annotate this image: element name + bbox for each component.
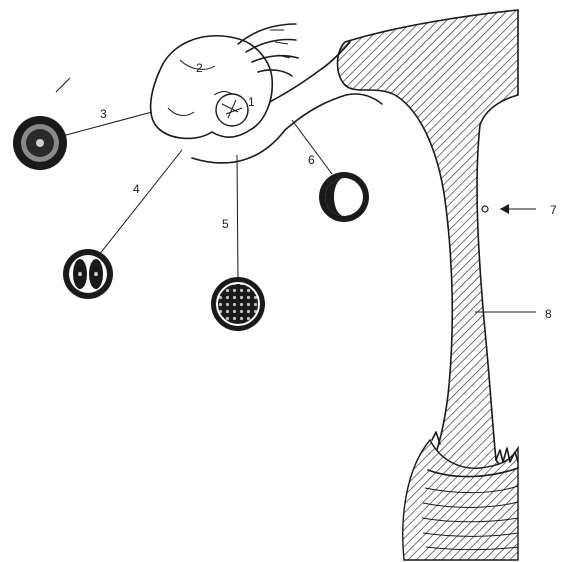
oocyte-stage [13, 116, 67, 170]
label-4: 4 [133, 182, 140, 196]
label-2: 2 [196, 61, 203, 75]
uterine-wall [338, 10, 519, 470]
label-7: 7 [550, 203, 557, 217]
ovary [151, 36, 273, 139]
morula-stage [211, 277, 265, 331]
label-1: 1 [248, 95, 255, 109]
label-3: 3 [100, 107, 107, 121]
blastocyst-stage [319, 172, 369, 222]
label-8: 8 [545, 307, 552, 321]
arrow-7 [482, 204, 536, 214]
two-cell-stage [63, 249, 113, 299]
label-6: 6 [308, 153, 315, 167]
follicle [216, 94, 248, 126]
label-5: 5 [222, 217, 229, 231]
